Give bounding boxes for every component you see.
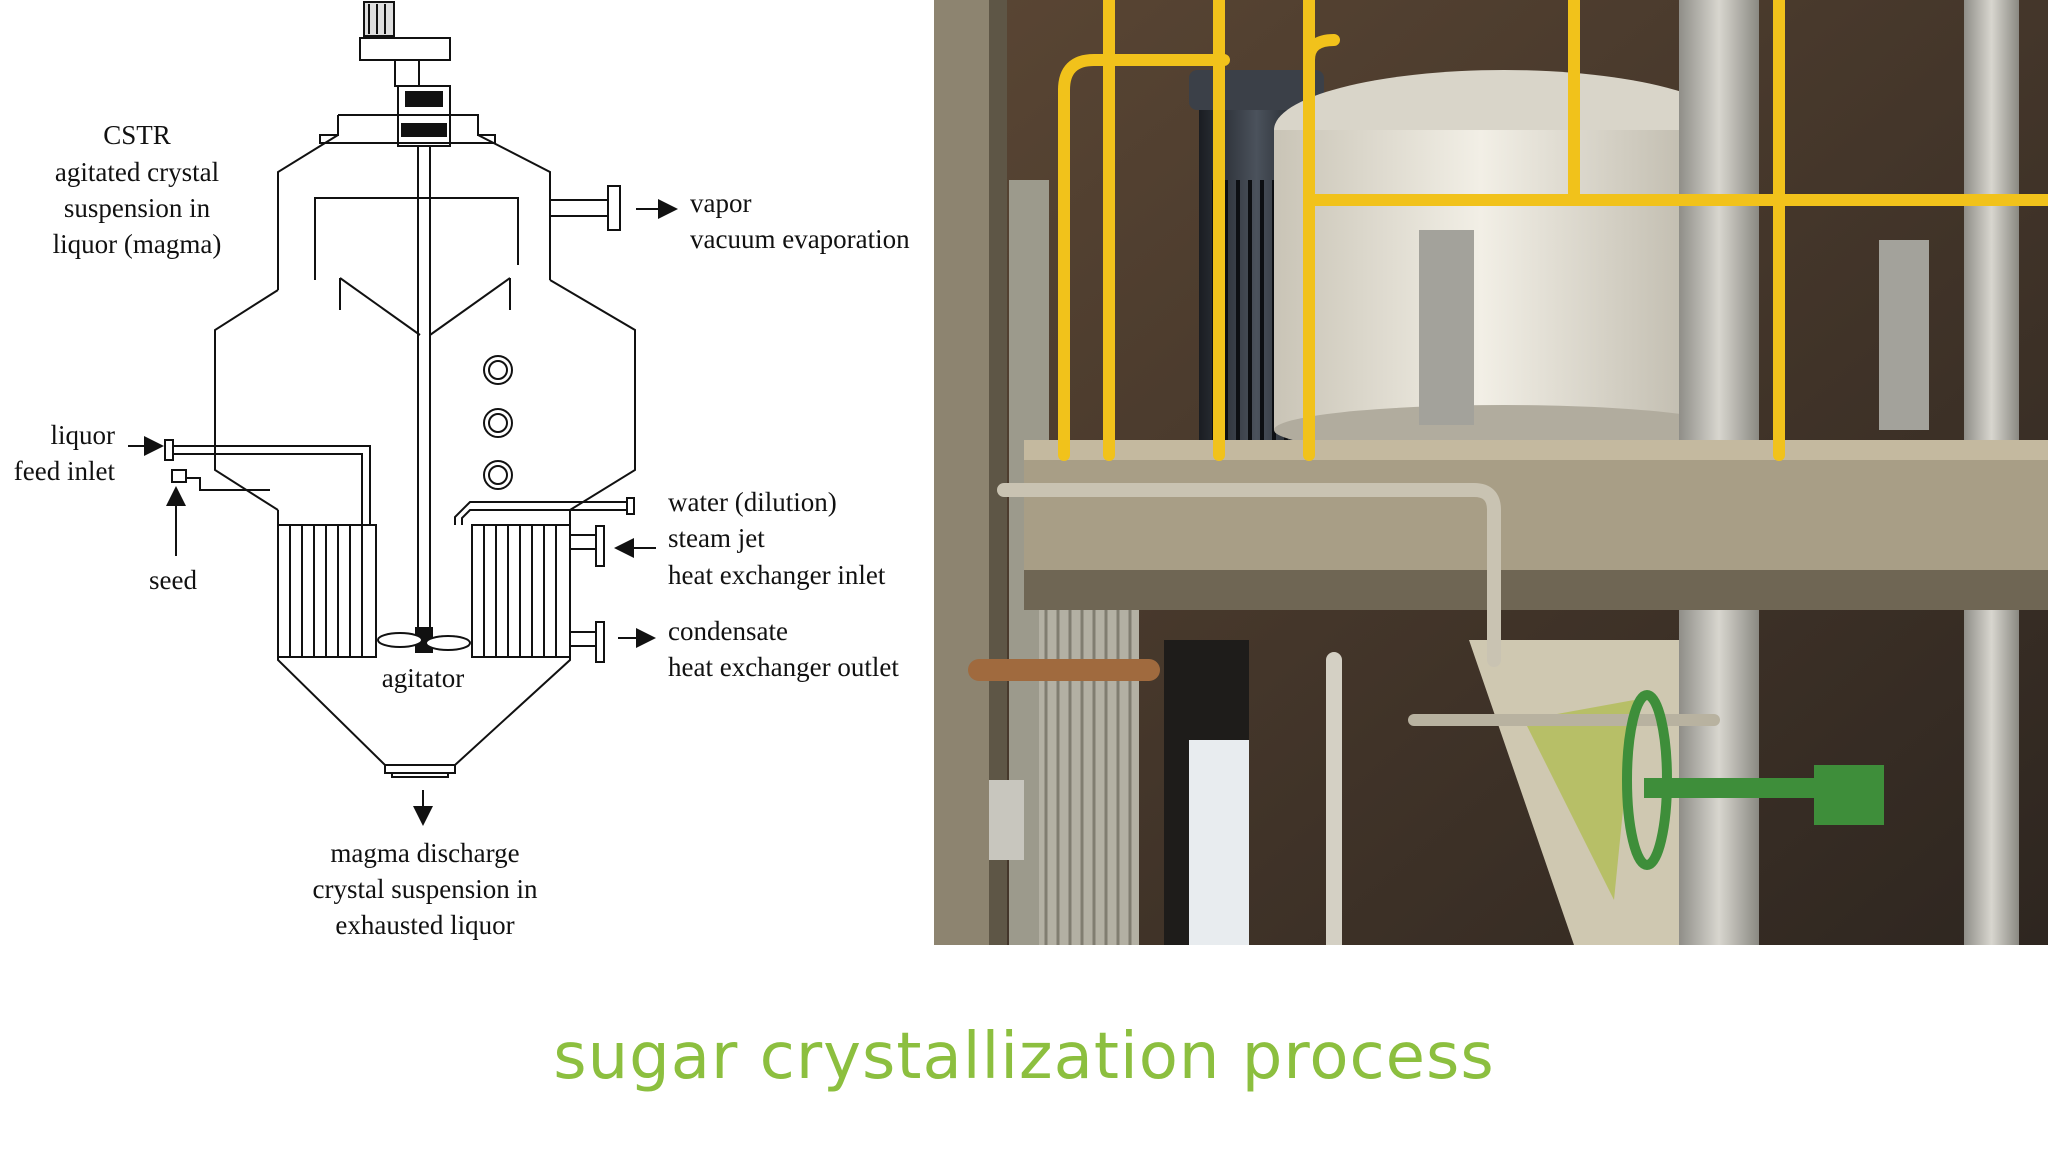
platform <box>1024 440 2048 610</box>
yellow-railing <box>1058 0 2048 461</box>
condensate-label: condensate heat exchanger outlet <box>668 616 899 682</box>
motor-drive <box>359 1 451 87</box>
liquor-feed-label: liquor feed inlet <box>14 420 116 486</box>
svg-text:exhausted liquor: exhausted liquor <box>335 910 514 940</box>
cstr-label: CSTR agitated crystal suspension in liqu… <box>53 120 222 259</box>
svg-text:CSTR: CSTR <box>103 120 171 150</box>
svg-text:feed inlet: feed inlet <box>14 456 116 486</box>
svg-text:vapor: vapor <box>690 188 751 218</box>
svg-text:liquor: liquor <box>51 420 116 450</box>
green-valve <box>1622 690 1884 870</box>
svg-text:agitated crystal: agitated crystal <box>55 157 219 187</box>
vapor-label: vapor vacuum evaporation <box>690 188 910 254</box>
svg-text:crystal suspension in: crystal suspension in <box>313 874 538 904</box>
svg-text:water (dilution): water (dilution) <box>668 487 837 517</box>
feed-pipes <box>164 439 635 525</box>
svg-text:vacuum evaporation: vacuum evaporation <box>690 224 910 254</box>
seed-label: seed <box>149 565 197 595</box>
discharge-label: magma discharge crystal suspension in ex… <box>313 838 538 940</box>
slide-caption: sugar crystallization process <box>553 1020 1495 1094</box>
cstr-crystallizer-diagram: CSTR agitated crystal suspension in liqu… <box>14 1 910 940</box>
heat-exchanger-tubes <box>277 524 605 663</box>
svg-text:heat exchanger outlet: heat exchanger outlet <box>668 652 899 682</box>
agitator-shaft <box>377 146 471 653</box>
crystallizer-drum <box>1274 70 1734 455</box>
pipework <box>968 483 1720 945</box>
svg-text:condensate: condensate <box>668 616 788 646</box>
svg-text:suspension in: suspension in <box>64 193 211 223</box>
water-steam-label: water (dilution) steam jet heat exchange… <box>668 487 886 590</box>
svg-text:liquor (magma): liquor (magma) <box>53 229 222 259</box>
svg-text:heat exchanger inlet: heat exchanger inlet <box>668 560 886 590</box>
agitator-label: agitator <box>382 663 464 693</box>
svg-text:steam jet: steam jet <box>668 523 765 553</box>
crystallizer-photo <box>934 0 2048 945</box>
svg-text:magma discharge: magma discharge <box>330 838 519 868</box>
